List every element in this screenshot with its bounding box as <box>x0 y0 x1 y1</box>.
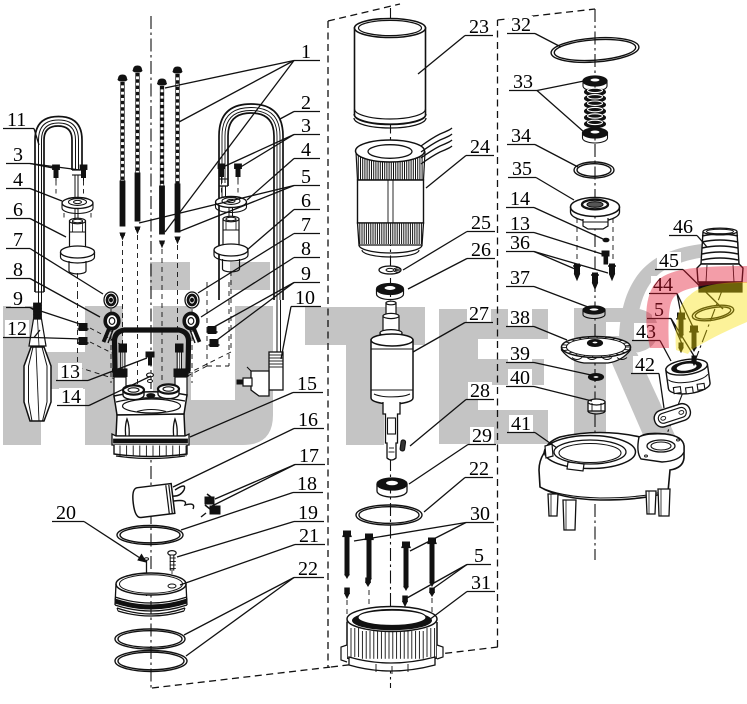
svg-text:16: 16 <box>298 409 318 431</box>
svg-text:5: 5 <box>474 545 484 567</box>
svg-text:40: 40 <box>510 367 530 389</box>
svg-text:2: 2 <box>301 92 311 114</box>
svg-text:13: 13 <box>60 361 80 383</box>
svg-text:21: 21 <box>299 525 319 547</box>
svg-text:45: 45 <box>659 250 679 272</box>
svg-text:22: 22 <box>469 458 489 480</box>
svg-text:34: 34 <box>511 125 531 147</box>
svg-text:5: 5 <box>301 166 311 188</box>
svg-text:14: 14 <box>510 188 530 210</box>
svg-text:22: 22 <box>298 558 318 580</box>
svg-text:20: 20 <box>56 502 76 524</box>
svg-text:26: 26 <box>471 239 491 261</box>
svg-text:4: 4 <box>13 169 23 191</box>
svg-text:39: 39 <box>510 343 530 365</box>
svg-text:41: 41 <box>511 413 531 435</box>
svg-text:12: 12 <box>7 318 27 340</box>
svg-text:8: 8 <box>301 238 311 260</box>
svg-text:46: 46 <box>673 216 693 238</box>
svg-text:1: 1 <box>301 41 311 63</box>
svg-text:24: 24 <box>470 136 490 158</box>
svg-text:38: 38 <box>510 307 530 329</box>
svg-text:19: 19 <box>298 502 318 524</box>
svg-text:37: 37 <box>510 267 530 289</box>
svg-text:6: 6 <box>301 190 311 212</box>
svg-text:15: 15 <box>297 373 317 395</box>
svg-text:4: 4 <box>301 139 311 161</box>
svg-text:7: 7 <box>13 229 23 251</box>
svg-text:3: 3 <box>13 144 23 166</box>
svg-text:8: 8 <box>13 259 23 281</box>
svg-text:14: 14 <box>61 386 81 408</box>
svg-text:9: 9 <box>13 288 23 310</box>
svg-text:32: 32 <box>511 14 531 36</box>
svg-text:31: 31 <box>471 572 491 594</box>
svg-text:42: 42 <box>635 354 655 376</box>
svg-text:30: 30 <box>470 503 490 525</box>
svg-text:29: 29 <box>472 425 492 447</box>
svg-text:23: 23 <box>469 16 489 38</box>
svg-text:36: 36 <box>510 232 530 254</box>
svg-text:27: 27 <box>469 303 489 325</box>
svg-text:3: 3 <box>301 115 311 137</box>
svg-text:35: 35 <box>512 158 532 180</box>
svg-text:9: 9 <box>301 263 311 285</box>
svg-text:18: 18 <box>297 473 317 495</box>
svg-text:7: 7 <box>301 214 311 236</box>
svg-text:6: 6 <box>13 199 23 221</box>
svg-text:17: 17 <box>299 445 319 467</box>
svg-text:25: 25 <box>471 212 491 234</box>
svg-text:10: 10 <box>295 287 315 309</box>
svg-text:28: 28 <box>470 380 490 402</box>
svg-text:33: 33 <box>513 71 533 93</box>
svg-text:11: 11 <box>7 109 26 131</box>
